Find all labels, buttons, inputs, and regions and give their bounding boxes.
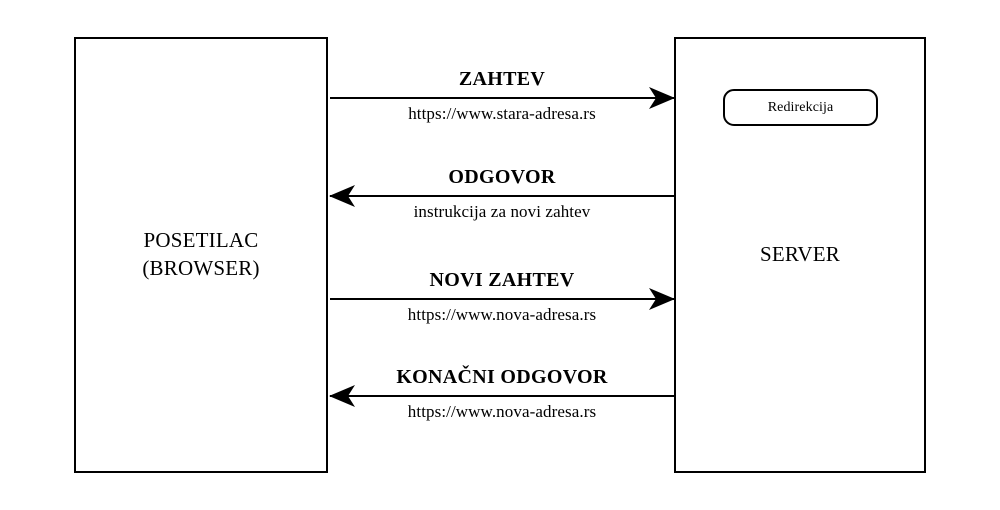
arrowhead-right-icon (649, 288, 675, 310)
flow-arrow-2-line (330, 195, 674, 197)
flow-arrow-1-title: ZAHTEV (458, 68, 546, 90)
redirection-box[interactable]: Redirekcija (723, 89, 878, 126)
flow-arrow-3-subtitle: https://www.nova-adresa.rs (407, 305, 597, 324)
arrowhead-left-icon (329, 385, 355, 407)
redirection-box-label: Redirekcija (767, 99, 834, 115)
arrowhead-left-icon (329, 185, 355, 207)
flow-arrow-3-title: NOVI ZAHTEV (429, 269, 575, 291)
flow-arrow-2-subtitle: instrukcija za novi zahtev (413, 202, 591, 221)
node-visitor-label: POSETILAC (BROWSER) (142, 228, 260, 280)
flow-arrow-1-subtitle: https://www.stara-adresa.rs (408, 104, 596, 123)
flow-arrow-4-line (330, 395, 674, 397)
arrowhead-right-icon (649, 87, 675, 109)
flow-arrow-4-subtitle: https://www.nova-adresa.rs (407, 402, 597, 421)
node-visitor-browser[interactable]: POSETILAC (BROWSER) (74, 37, 328, 473)
flow-arrow-3-line (330, 298, 674, 300)
node-server-label: SERVER (759, 242, 841, 267)
flow-arrow-1-line (330, 97, 674, 99)
flow-arrow-4-title: KONAČNI ODGOVOR (396, 366, 608, 388)
flow-arrow-2-title: ODGOVOR (448, 166, 556, 188)
